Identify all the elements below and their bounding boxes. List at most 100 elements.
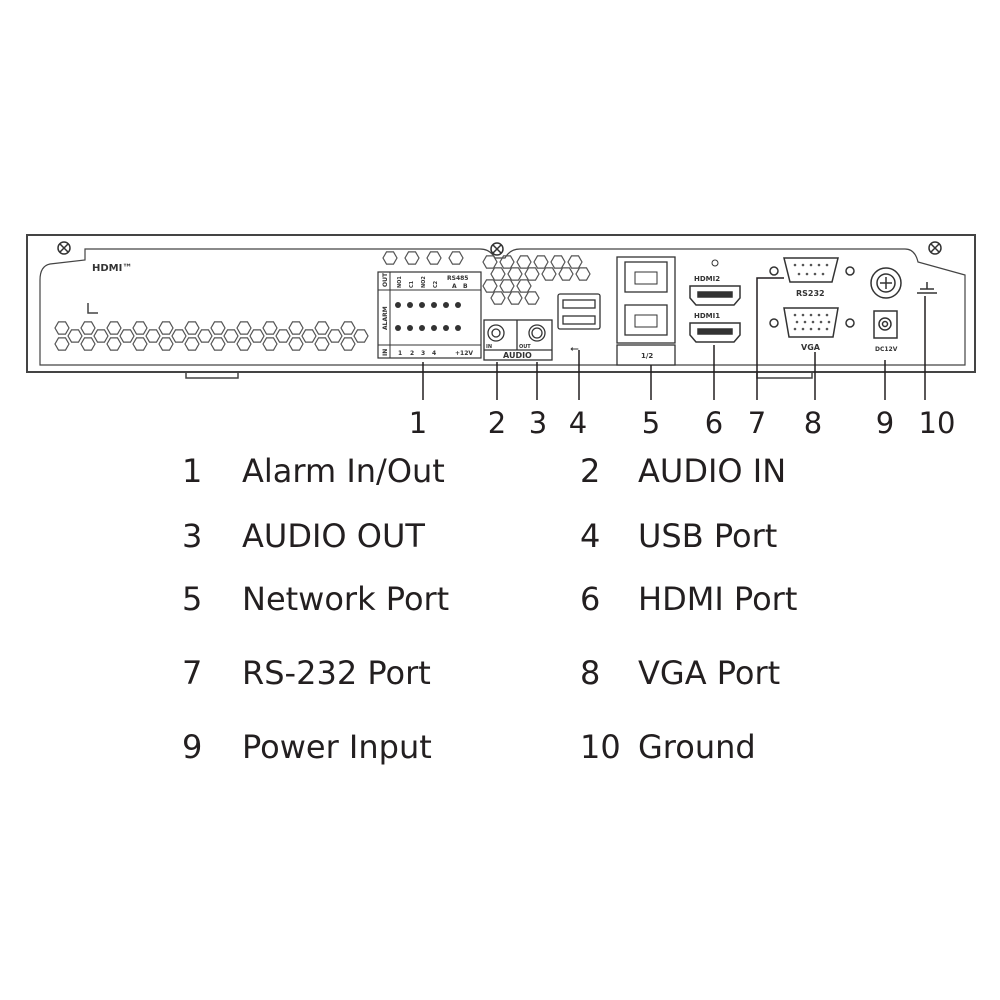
vent-hole	[524, 291, 540, 305]
vent-hole	[301, 329, 317, 343]
vent-hole	[275, 329, 291, 343]
alarm-title: ALARM	[382, 306, 389, 330]
connector-pin	[793, 263, 797, 267]
vent-hole	[106, 321, 122, 335]
audio-in-label: IN	[486, 344, 492, 350]
connector-pin	[793, 327, 797, 331]
legend-num-2: 2	[580, 452, 601, 490]
vent-hole	[132, 337, 148, 351]
rs232-port[interactable]	[783, 257, 839, 283]
terminal-screw	[431, 325, 437, 331]
vent-hole	[197, 329, 213, 343]
terminal-screw	[443, 325, 449, 331]
legend-num-1: 1	[182, 452, 203, 490]
power-input-jack[interactable]	[873, 310, 898, 339]
alarm-out-label: OUT	[382, 272, 389, 287]
vent-hole	[314, 321, 330, 335]
legend-num-4: 4	[580, 517, 601, 555]
vent-hole	[507, 267, 523, 281]
hdmi2-label: HDMI2	[694, 275, 720, 283]
legend-label-6: HDMI Port	[638, 580, 798, 618]
network-ports[interactable]	[616, 256, 676, 366]
vent-hole	[171, 329, 187, 343]
chassis-outline	[26, 234, 976, 373]
connector-pin	[817, 327, 821, 331]
callout-6: 6	[705, 406, 723, 440]
connector-pin	[821, 272, 825, 276]
vent-hole	[158, 337, 174, 351]
connector-pin	[795, 320, 799, 324]
connector-pin	[801, 263, 805, 267]
legend-num-8: 8	[580, 654, 601, 692]
alarm-terminal-block[interactable]	[377, 271, 482, 359]
connector-pin	[803, 320, 807, 324]
connector-pin	[825, 263, 829, 267]
legend-num-3: 3	[182, 517, 203, 555]
callout-10: 10	[919, 406, 956, 440]
ground-screw[interactable]	[870, 267, 902, 299]
vent-hole	[558, 267, 574, 281]
callout-5: 5	[642, 406, 660, 440]
connector-pin	[827, 320, 831, 324]
vent-hole	[516, 279, 532, 293]
leader-lines	[422, 277, 926, 400]
usb-ports[interactable]	[557, 293, 601, 330]
connector-pin	[805, 272, 809, 276]
hdmi1-label: HDMI1	[694, 312, 720, 320]
vent-hole	[482, 279, 498, 293]
legend-label-2: AUDIO IN	[638, 452, 787, 490]
terminal-screw	[395, 302, 401, 308]
dc12v-label: DC12V	[875, 346, 898, 353]
alarm-in-4: 4	[432, 350, 436, 357]
vent-hole	[499, 279, 515, 293]
legend-num-9: 9	[182, 728, 203, 766]
legend-label-5: Network Port	[242, 580, 450, 618]
vent-hole	[507, 291, 523, 305]
connector-pin	[797, 272, 801, 276]
alarm-in-2: 2	[410, 350, 414, 357]
vent-hole	[67, 329, 83, 343]
vent-hole	[158, 321, 174, 335]
vent-hole	[340, 337, 356, 351]
callout-3: 3	[529, 406, 547, 440]
vent-hole	[327, 329, 343, 343]
legend-label-4: USB Port	[638, 517, 778, 555]
rs485-b: B	[463, 283, 468, 290]
connector-pin	[817, 263, 821, 267]
vent-hole	[93, 329, 109, 343]
audio-out-jack[interactable]	[528, 324, 546, 342]
vga-port[interactable]	[783, 307, 839, 338]
audio-title: AUDIO	[503, 351, 532, 360]
callout-1: 1	[409, 406, 427, 440]
vent-hole	[106, 337, 122, 351]
callout-4: 4	[569, 406, 587, 440]
terminal-screw	[395, 325, 401, 331]
callout-2: 2	[488, 406, 506, 440]
legend-num-10: 10	[580, 728, 621, 766]
vent-hole	[524, 267, 540, 281]
vent-hole	[54, 321, 70, 335]
terminal-screw	[407, 325, 413, 331]
vent-hole	[567, 255, 583, 269]
alarm-in-1: 1	[398, 350, 402, 357]
connector-pin	[809, 263, 813, 267]
connector-pin	[809, 327, 813, 331]
vent-hole	[490, 291, 506, 305]
vent-hole	[288, 321, 304, 335]
vent-hole	[236, 337, 252, 351]
foot-left	[185, 371, 239, 379]
terminal-screw	[431, 302, 437, 308]
rs485-label: RS485	[447, 275, 468, 282]
vent-hole	[314, 337, 330, 351]
corner-mark	[87, 303, 98, 314]
terminal-screw	[443, 302, 449, 308]
terminal-screw	[455, 302, 461, 308]
callout-9: 9	[876, 406, 894, 440]
audio-out-label: OUT	[519, 344, 531, 350]
audio-in-jack[interactable]	[487, 324, 505, 342]
vent-hole	[533, 255, 549, 269]
vent-hole	[80, 321, 96, 335]
alarm-in-3: 3	[421, 350, 425, 357]
legend-label-10: Ground	[638, 728, 756, 766]
alarm-out-c1: C1	[409, 280, 415, 288]
